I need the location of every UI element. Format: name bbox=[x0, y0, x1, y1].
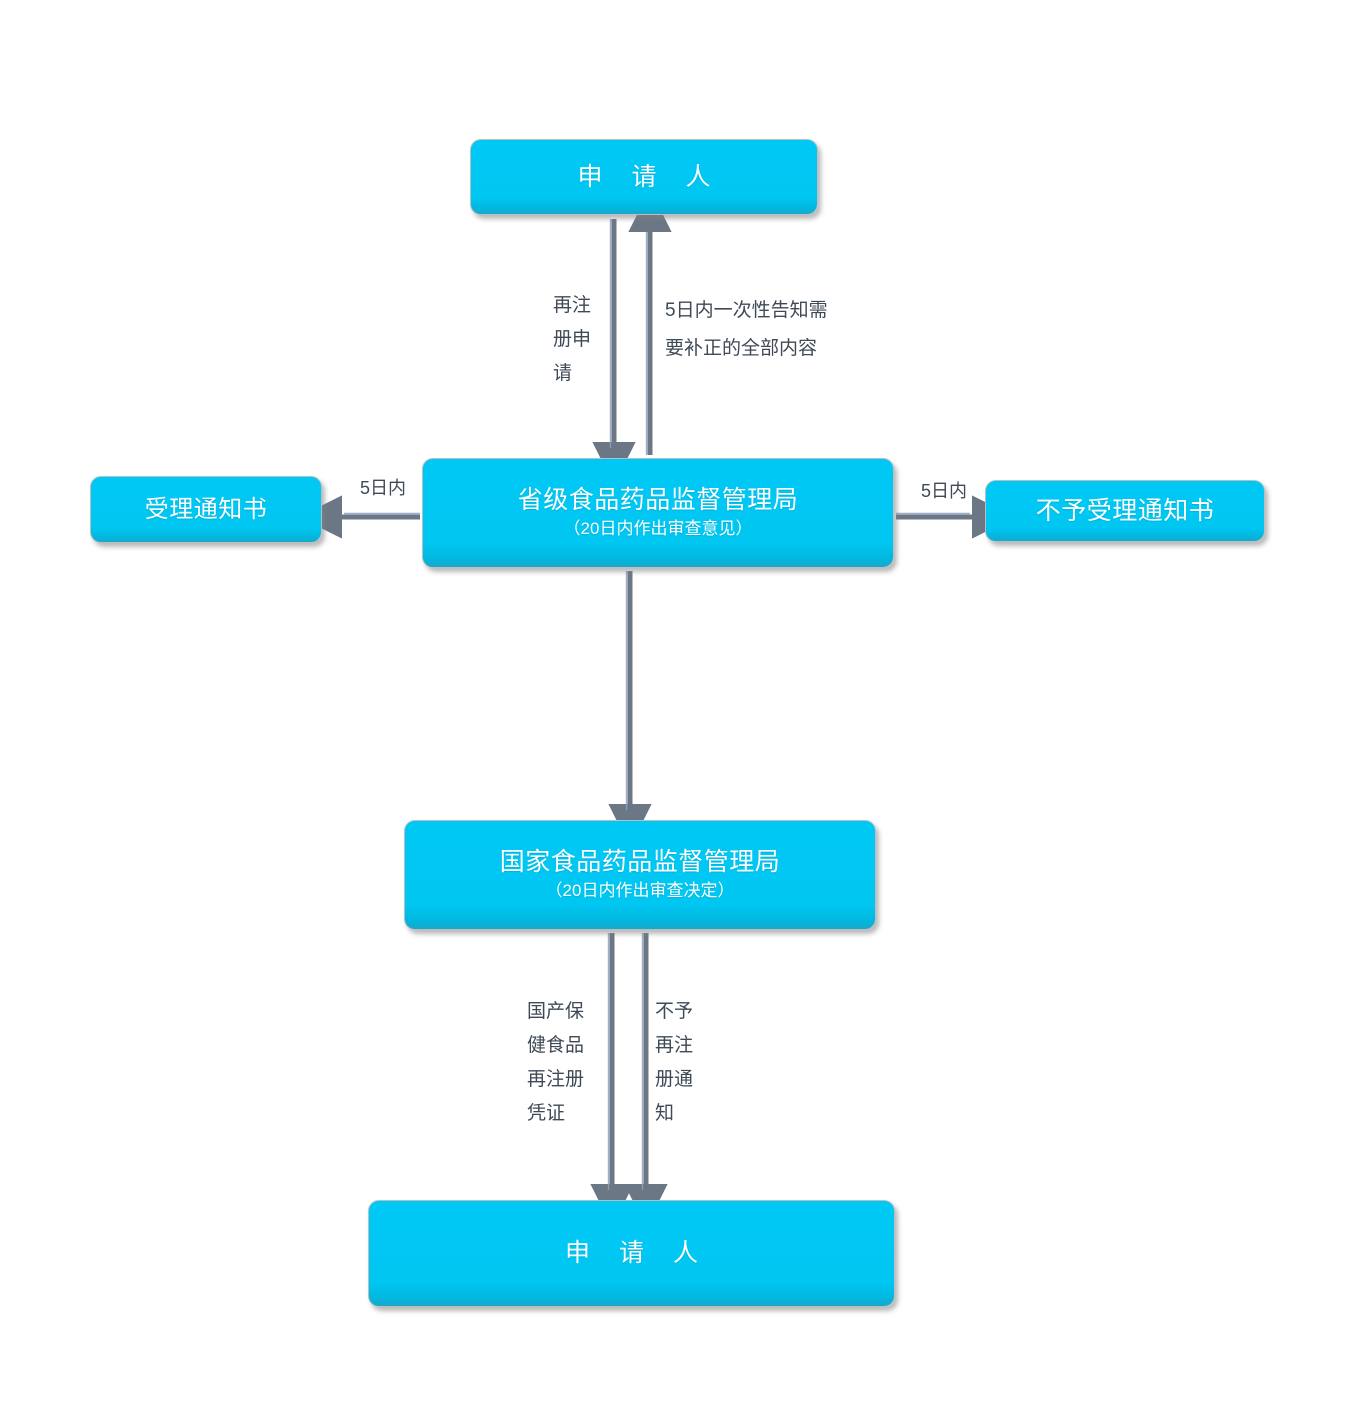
node-applicant-top[interactable]: 申 请 人 bbox=[470, 139, 818, 215]
node-applicant-bottom-title: 申 请 人 bbox=[565, 1239, 709, 1268]
node-national-bureau-subtitle: （20日内作出审查决定） bbox=[545, 881, 735, 901]
node-provincial-bureau-title: 省级食品药品监督管理局 bbox=[517, 486, 799, 515]
node-provincial-bureau[interactable]: 省级食品药品监督管理局 （20日内作出审查意见） bbox=[422, 458, 894, 568]
node-applicant-top-title: 申 请 人 bbox=[577, 162, 722, 191]
edge-provincial-to-applicant bbox=[647, 226, 651, 455]
edge-label-five-days-right: 5日内 bbox=[920, 481, 967, 501]
edge-label-five-days-left: 5日内 bbox=[359, 478, 406, 498]
edge-applicant-to-provincial bbox=[611, 219, 615, 448]
node-national-bureau[interactable]: 国家食品药品监督管理局 （20日内作出审查决定） bbox=[404, 820, 876, 930]
node-national-bureau-title: 国家食品药品监督管理局 bbox=[499, 848, 781, 877]
node-applicant-bottom[interactable]: 申 请 人 bbox=[368, 1200, 895, 1307]
edge-label-notify-correction: 5日内一次性告知需 要补正的全部内容 bbox=[665, 300, 828, 359]
edge-provincial-to-acceptance bbox=[336, 514, 420, 518]
edge-national-to-applicant-refusal bbox=[643, 933, 647, 1190]
edge-provincial-to-national bbox=[627, 571, 631, 810]
edge-label-domestic-certificate: 国产保 健食品 再注册 凭证 bbox=[527, 1001, 585, 1124]
node-rejection-notice-title: 不予受理通知书 bbox=[1035, 496, 1215, 525]
node-rejection-notice[interactable]: 不予受理通知书 bbox=[985, 480, 1265, 542]
edge-label-refuse-notice: 不予 再注 册通 知 bbox=[655, 1001, 694, 1124]
node-acceptance-notice-title: 受理通知书 bbox=[144, 495, 268, 523]
edge-national-to-applicant-certificate bbox=[609, 933, 613, 1190]
edge-provincial-to-rejection bbox=[896, 514, 978, 518]
node-provincial-bureau-subtitle: （20日内作出审查意见） bbox=[563, 519, 753, 539]
node-acceptance-notice[interactable]: 受理通知书 bbox=[90, 476, 322, 543]
edge-label-reapply: 再注 册申 请 bbox=[553, 295, 592, 384]
